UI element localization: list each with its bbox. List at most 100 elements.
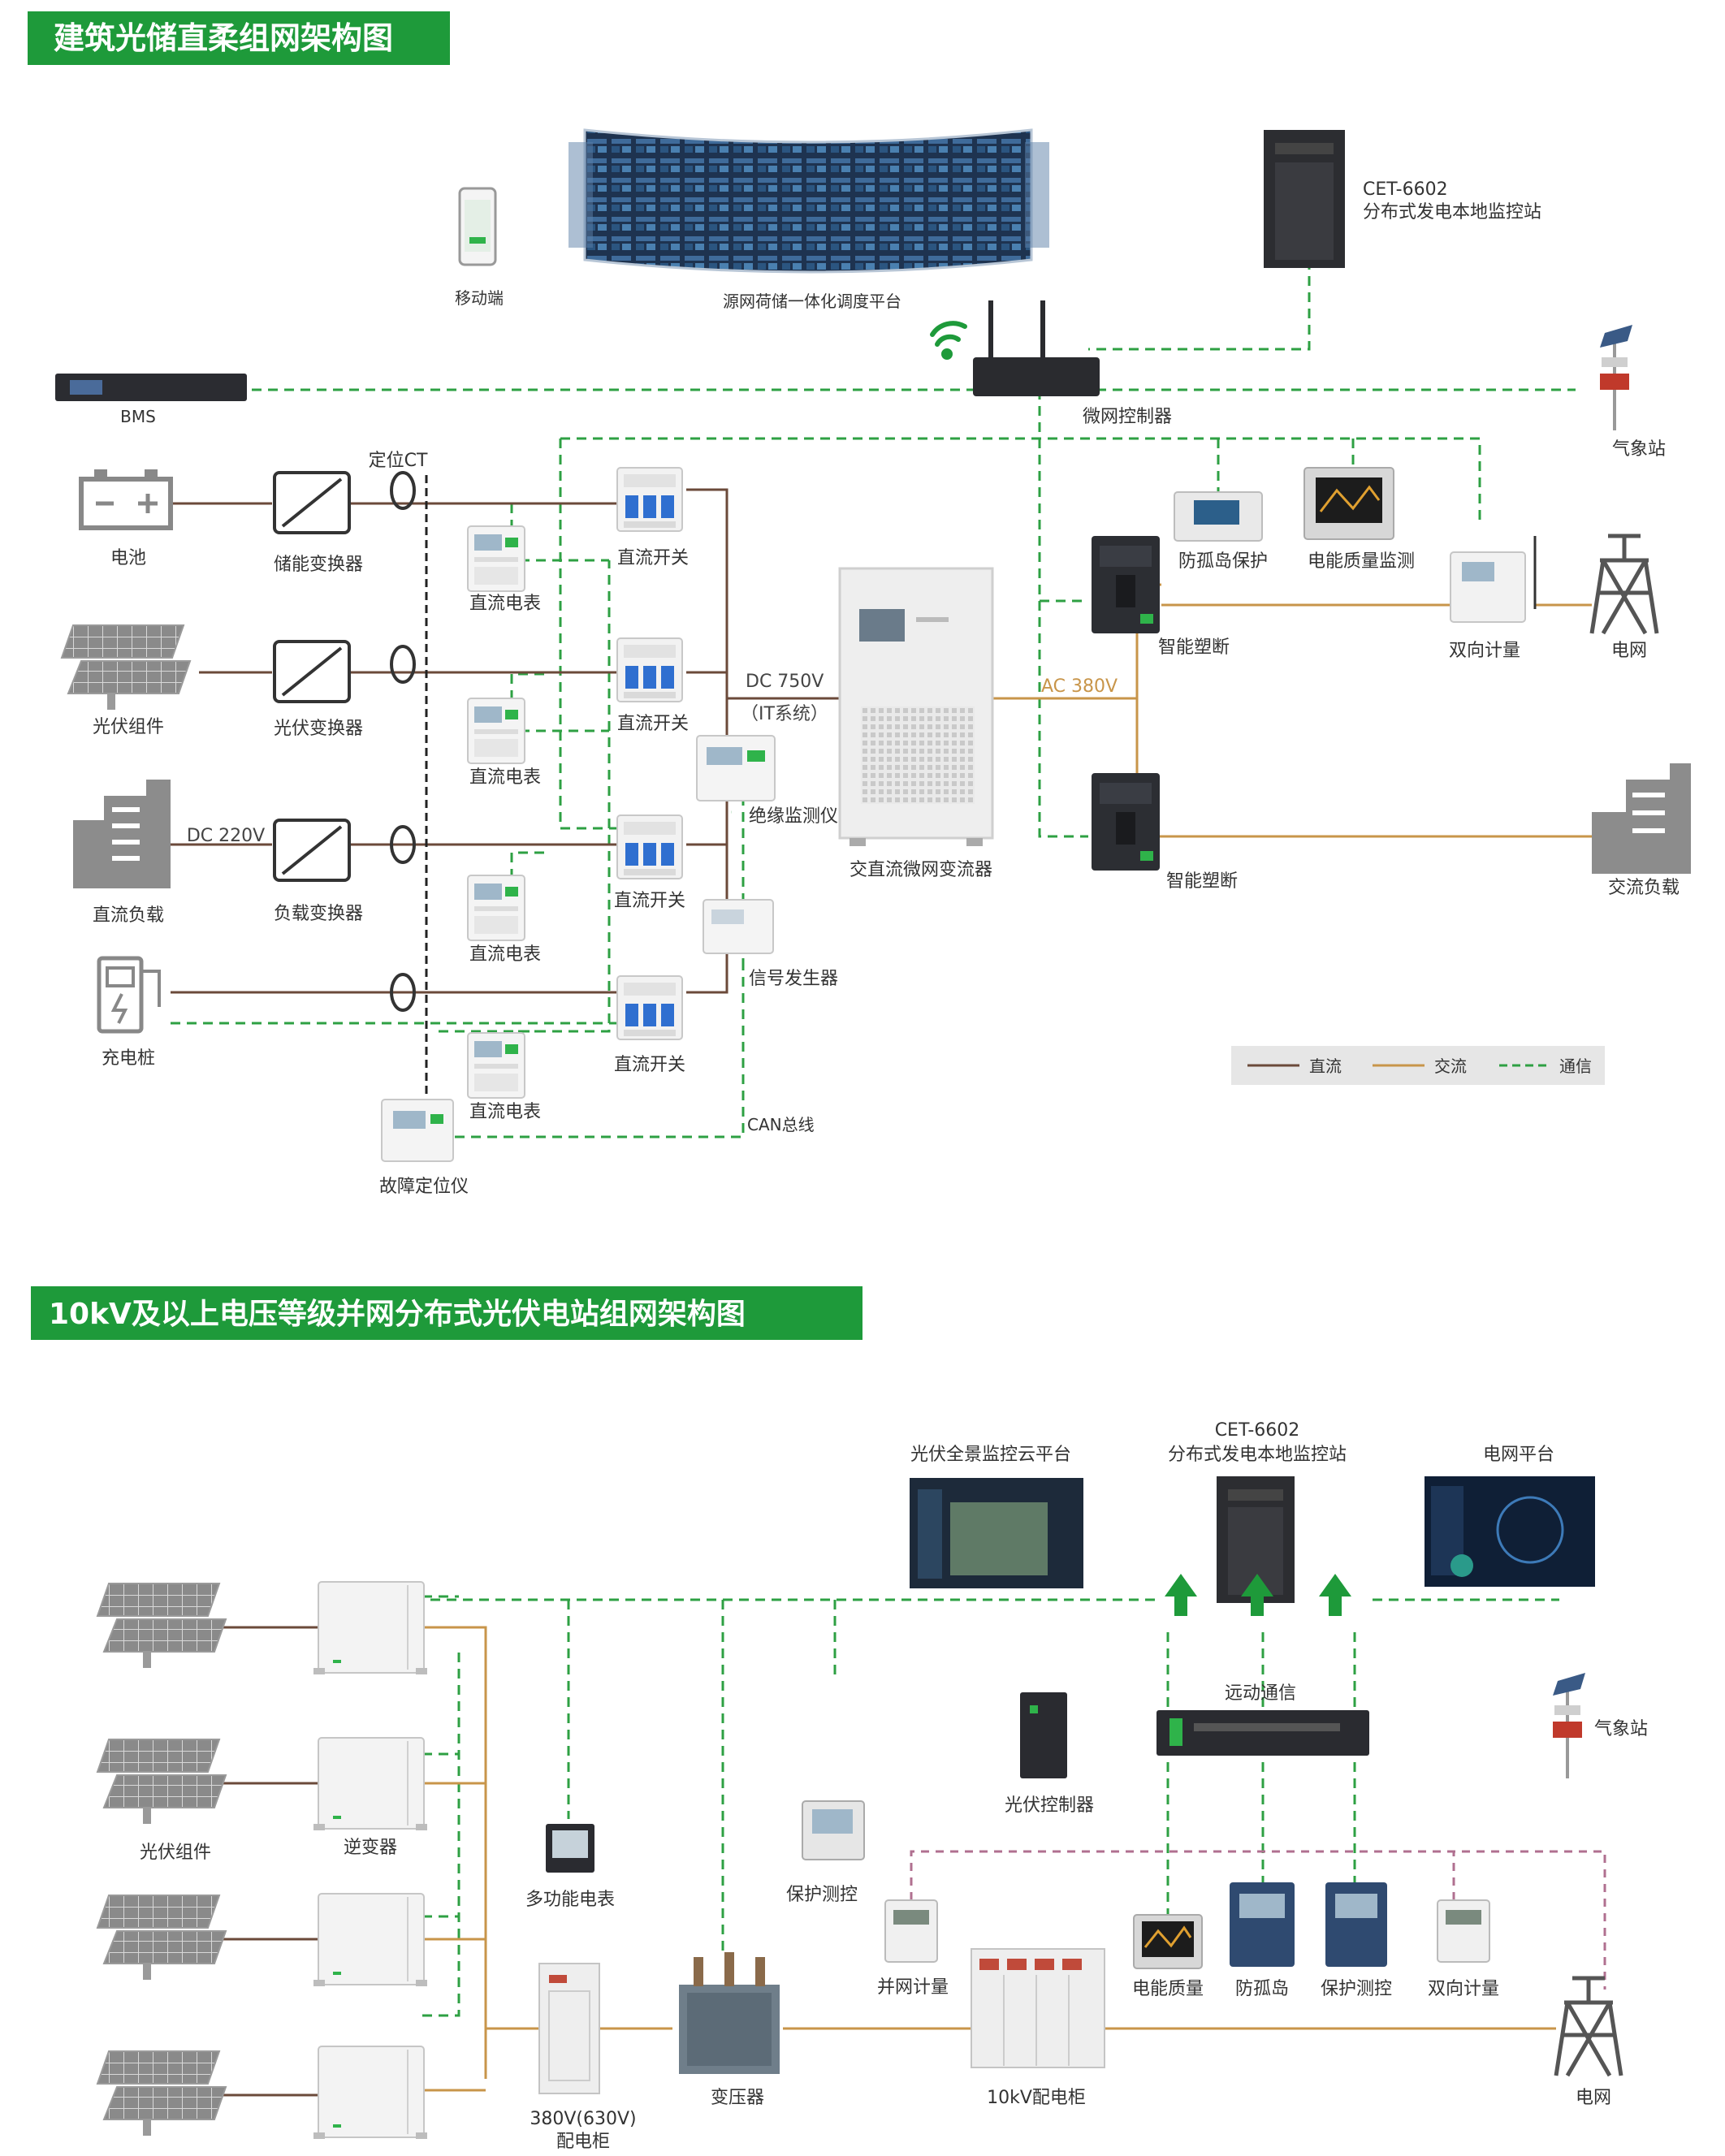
top-station-model: CET-6602 (1363, 179, 1448, 200)
anti-island-device (1230, 1882, 1295, 1967)
legend-ac: 交流 (1434, 1056, 1467, 1076)
dc-meter-label-3: 直流电表 (469, 944, 541, 965)
dc-meter-1 (467, 525, 525, 592)
grid-platform-label: 电网平台 (1483, 1445, 1554, 1465)
telecontrol-label: 远动通信 (1225, 1683, 1296, 1704)
protection-device-2 (1325, 1882, 1387, 1967)
wifi-icon (930, 321, 967, 360)
charger-label: 充电桩 (102, 1048, 155, 1069)
dc-meter-label-1: 直流电表 (469, 594, 541, 614)
it-system-label: （IT系统） (741, 704, 828, 724)
mobile-label: 移动端 (455, 288, 504, 308)
insulation-monitor-device (696, 735, 776, 801)
inverter-label: 逆变器 (344, 1838, 397, 1858)
pv-cloud-screen (910, 1478, 1083, 1588)
pv-module-bottom-2 (97, 1739, 227, 1825)
smart-breaker-label-1: 智能塑断 (1158, 637, 1230, 658)
pv-module-icon-top (61, 624, 191, 711)
smart-breaker-1 (1092, 536, 1160, 633)
can-bus-label: CAN总线 (747, 1115, 815, 1134)
acdc-converter-cabinet (838, 567, 994, 846)
signal-generator-device (703, 899, 774, 954)
multi-meter-device (546, 1824, 594, 1873)
bottom-dc-lines (211, 1626, 318, 2097)
dc-meter-label-4: 直流电表 (469, 1102, 541, 1122)
grid-label-bottom: 电网 (1576, 2088, 1611, 2108)
telecontrol-device (1156, 1710, 1369, 1756)
insulation-monitor-label: 绝缘监测仪 (749, 806, 838, 827)
dispatch-video-wall (569, 128, 1049, 274)
cabinet-10kv-label: 10kV配电柜 (987, 2088, 1086, 2108)
fault-locator-label: 故障定位仪 (379, 1177, 469, 1197)
legend-dc: 直流 (1309, 1056, 1342, 1076)
pv-converter-label: 光伏变换器 (274, 719, 363, 739)
dc750-label: DC 750V (746, 672, 824, 692)
dispatch-platform-label: 源网荷储一体化调度平台 (723, 292, 901, 311)
bidirectional-meter-device (1450, 536, 1537, 623)
dc-switch-label-1: 直流开关 (617, 548, 689, 568)
weather-station-label-top: 气象站 (1612, 439, 1666, 460)
pv-module-bottom-3 (97, 1895, 227, 1981)
smart-breaker-2 (1092, 773, 1160, 871)
dc-switch-label-4: 直流开关 (614, 1055, 685, 1075)
battery-label: 电池 (110, 548, 146, 568)
upload-arrows (1165, 1574, 1351, 1616)
bottom-station-model: CET-6602 (1215, 1420, 1300, 1441)
cabinet-380-label-2: 配电柜 (556, 2132, 610, 2152)
pq-device (1133, 1914, 1203, 1969)
cabinet-10kv-device (971, 1948, 1105, 2068)
inverter-3 (313, 1893, 428, 1987)
transformer-label: 变压器 (711, 2088, 764, 2108)
pv-module-bottom-1 (97, 1583, 227, 1669)
pq-label: 电能质量 (1132, 1979, 1204, 1999)
weather-station-device-bottom (1551, 1671, 1587, 1780)
multi-meter-label: 多功能电表 (525, 1890, 615, 1910)
mobile-device (458, 187, 497, 266)
ct-sensor-2 (390, 645, 416, 684)
legend: 直流 交流 通信 (1231, 1046, 1605, 1085)
inverter-2 (313, 1737, 428, 1831)
bottom-section-banner (31, 1286, 862, 1340)
signal-generator-label: 信号发生器 (749, 969, 838, 989)
pv-cloud-label: 光伏全景监控云平台 (910, 1445, 1071, 1465)
charger-icon (97, 956, 161, 1034)
grid-pylon-top (1592, 536, 1657, 633)
pq-monitor-label: 电能质量监测 (1308, 551, 1415, 572)
ac-load-building-icon (1592, 763, 1691, 874)
bidirectional-label-bottom: 双向计量 (1428, 1979, 1499, 1999)
dc-switch-label-2: 直流开关 (617, 714, 689, 734)
acdc-converter-label: 交直流微网变流器 (850, 860, 992, 880)
ac380-label: AC 380V (1041, 676, 1118, 697)
pv-module-bottom-4 (97, 2050, 227, 2137)
dc-switch-4 (616, 975, 683, 1040)
top-section-title: 建筑光储直柔组网架构图 (54, 20, 393, 56)
top-section-banner (28, 11, 450, 65)
dc220-label: DC 220V (187, 826, 265, 846)
microgrid-controller-device (973, 300, 1100, 396)
top-station-name: 分布式发电本地监控站 (1363, 202, 1541, 223)
monitor-station-server (1264, 130, 1345, 268)
storage-converter-label: 储能变换器 (274, 555, 363, 575)
pv-controller-device (1020, 1692, 1067, 1778)
bms-device (55, 374, 247, 401)
storage-converter-icon (273, 471, 351, 534)
dc-switch-1 (616, 467, 683, 532)
top-comm-lines (171, 260, 1576, 1138)
bidirectional-meter-bottom (1437, 1899, 1490, 1963)
cabinet-380-label: 380V(630V) (530, 2109, 636, 2129)
load-converter-label: 负载变换器 (274, 904, 363, 924)
bottom-section-title: 10kV及以上电压等级并网分布式光伏电站组网架构图 (49, 1298, 746, 1331)
inverter-4 (313, 2046, 428, 2140)
building-icon (73, 780, 171, 888)
bidirectional-meter-label: 双向计量 (1449, 641, 1520, 661)
pv-converter-icon (273, 640, 351, 703)
inverter-1 (313, 1581, 428, 1675)
grid-meter-label: 并网计量 (877, 1977, 949, 1998)
protection-label-1: 保护测控 (786, 1885, 858, 1905)
bms-label: BMS (120, 407, 156, 426)
microgrid-controller-label: 微网控制器 (1083, 407, 1172, 427)
grid-pylon-bottom (1556, 1978, 1621, 2076)
battery-icon (79, 469, 173, 530)
grid-label-top: 电网 (1611, 641, 1647, 661)
bottom-ac-lines (422, 1626, 1556, 2092)
